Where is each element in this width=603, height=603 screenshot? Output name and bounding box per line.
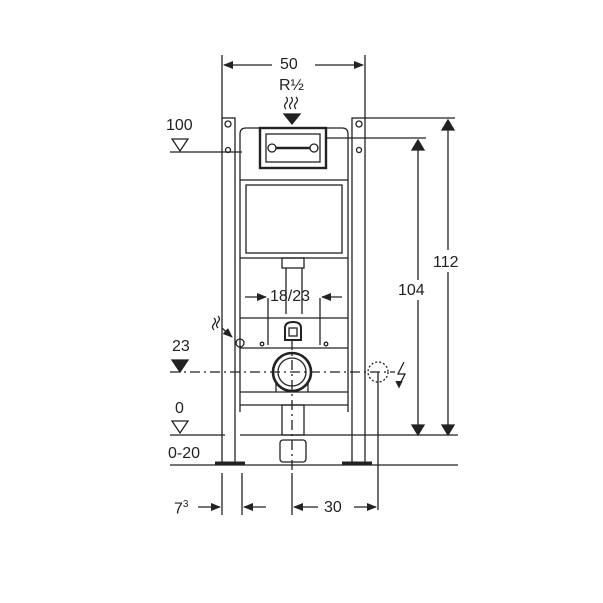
floor-range-label: 0-20 (168, 445, 201, 462)
electric-offset-label: 30 (324, 499, 342, 516)
water-connection-label: R½ (279, 77, 304, 94)
dimension-width-top: 50 (280, 56, 298, 73)
level-100-label: 100 (166, 117, 193, 134)
flush-spacing-label: 18/23 (270, 288, 311, 305)
height-104-label: 104 (398, 282, 425, 299)
level-23-label: 23 (172, 338, 190, 355)
height-112-label: 112 (433, 254, 459, 271)
level-0-label: 0 (175, 400, 184, 417)
foot-offset-label: 73 (174, 499, 189, 518)
